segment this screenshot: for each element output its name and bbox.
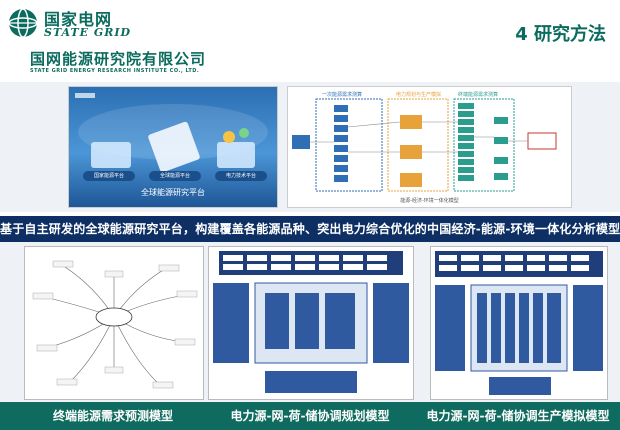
platform-screenshot: 国家能源平台 全球能源平台 电力技术平台 全球能源研究平台: [68, 86, 278, 208]
panel-production-simulation: [430, 246, 608, 400]
panel-coordinated-planning: [208, 246, 414, 400]
summary-banner: 基于自主研发的全球能源研究平台，构建覆盖各能源品种、突出电力综合优化的中国经济-…: [0, 216, 620, 242]
flow-col-header: 一次能源需求测算: [322, 92, 363, 98]
platform-module-label: 电力技术平台: [215, 171, 267, 181]
section-title: 4 研究方法: [515, 24, 606, 45]
planning-model-graphic: [213, 251, 409, 393]
brand-name-cn: 国家电网: [44, 10, 113, 29]
mindmap-graphic: [32, 260, 198, 389]
platform-module-label: 国家能源平台: [83, 171, 135, 181]
model-flow-diagram: 一次能源需求测算 电力规划与生产模拟 终端能源需求测算: [287, 86, 572, 208]
model-label: 终端能源需求预测模型: [52, 409, 173, 423]
panel-demand-forecast: [24, 246, 204, 400]
flow-diagram-graphic: [292, 98, 557, 192]
institute-name-cn: 国网能源研究院有限公司: [30, 50, 207, 68]
platform-module-label: 全球能源平台: [149, 171, 201, 181]
model-label-bar: [0, 402, 620, 430]
flow-col-header: 电力规划与生产模拟: [396, 92, 442, 98]
page-header: 国家电网 STATE GRID 国网能源研究院有限公司 STATE GRID E…: [0, 0, 620, 80]
flow-caption: 能源-经济-环境一体化模型: [400, 198, 459, 204]
model-label: 电力源-网-荷-储协调规划模型: [230, 409, 390, 423]
institute-name-en: STATE GRID ENERGY RESEARCH INSTITUTE CO.…: [30, 68, 200, 74]
platform-module-icons: [91, 121, 255, 173]
state-grid-logo-icon: [8, 8, 38, 38]
platform-title: 全球能源研究平台: [141, 188, 205, 197]
flow-col-header: 终端能源需求测算: [458, 92, 499, 98]
brand-name-en: STATE GRID: [44, 26, 132, 39]
platform-illustration: [75, 93, 268, 173]
model-label: 电力源-网-荷-储协调生产模拟模型: [426, 409, 610, 423]
simulation-model-graphic: [435, 251, 603, 395]
